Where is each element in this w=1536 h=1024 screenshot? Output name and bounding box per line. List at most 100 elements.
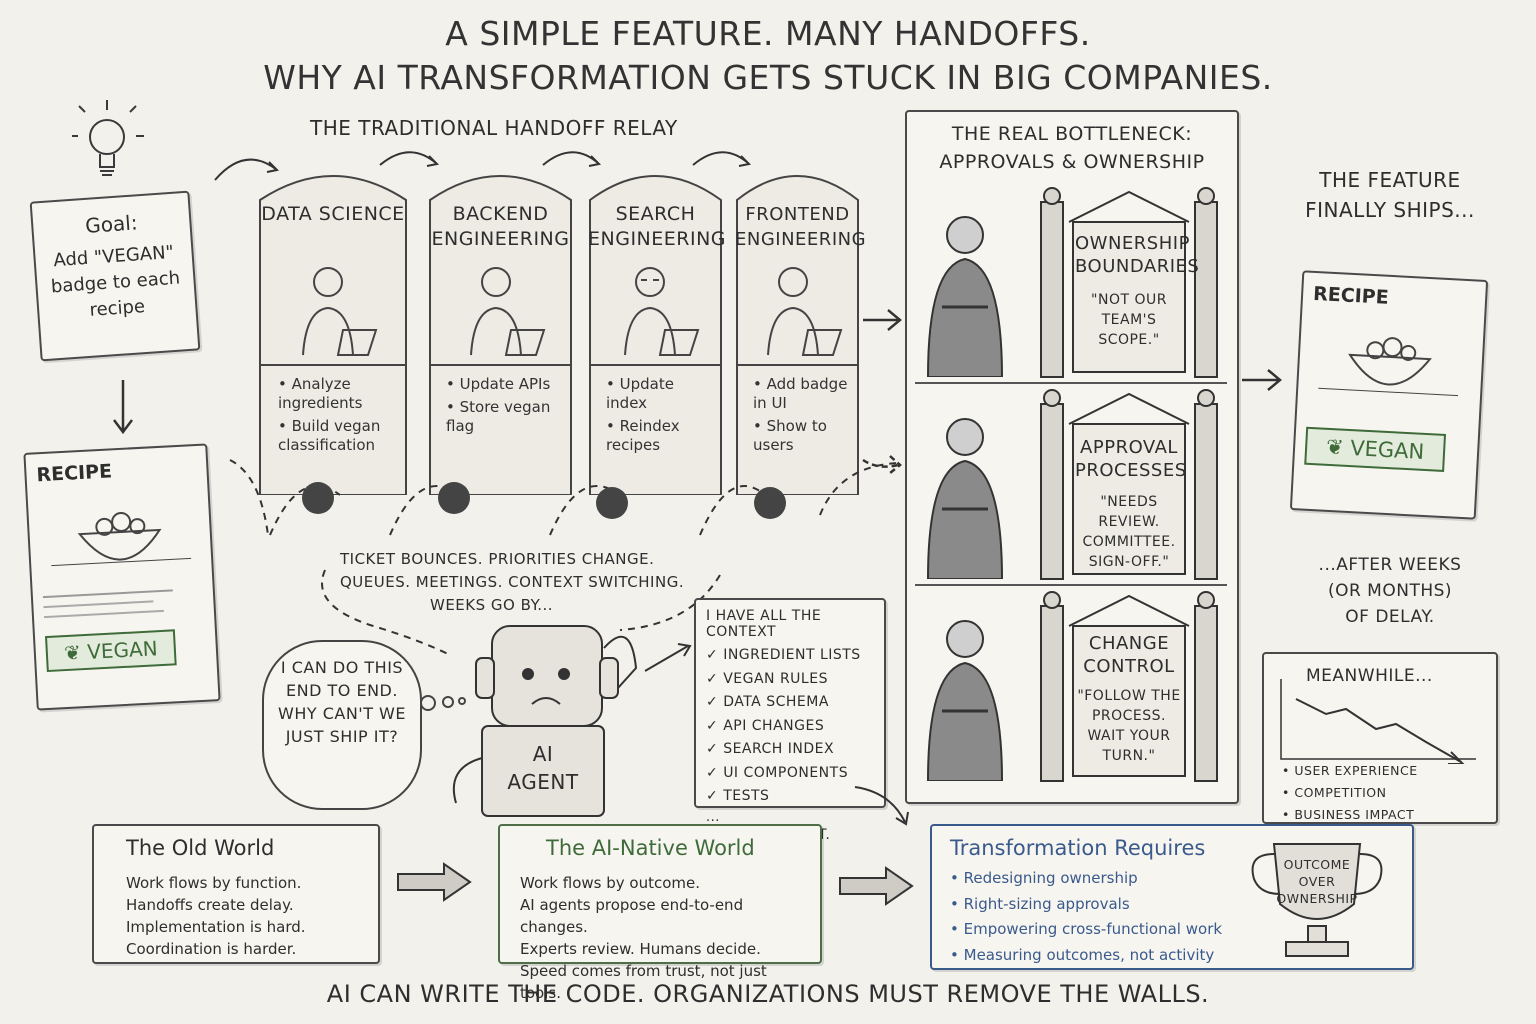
gate-quote: "Not our team's scope." bbox=[1091, 292, 1167, 348]
silo-name: Backend Engineering bbox=[431, 203, 570, 250]
check-icon: ✓ bbox=[706, 647, 724, 663]
vegan-badge-label: VEGAN bbox=[1349, 436, 1425, 464]
gate-structure-icon bbox=[1040, 591, 1218, 782]
context-item: ✓ Tests bbox=[706, 788, 770, 804]
silo-name: Data Science bbox=[261, 203, 405, 225]
meanwhile-heading: Meanwhile... bbox=[1306, 666, 1433, 686]
gate-structure-icon bbox=[1040, 187, 1218, 378]
person-laptop-icon bbox=[767, 267, 843, 356]
silo-task: Update APIs bbox=[446, 375, 568, 394]
ai-native-line: Work flows by outcome. bbox=[520, 874, 700, 892]
silo-task: Add badge in UI bbox=[753, 375, 857, 413]
old-world-line: Handoffs create delay. bbox=[126, 896, 294, 914]
ticket-ball bbox=[438, 482, 470, 514]
lightbulb-icon bbox=[72, 100, 144, 176]
salad-bowl-icon bbox=[1318, 337, 1459, 397]
agent-thought-bubble: I can do this end to end. Why can't we j… bbox=[262, 640, 422, 810]
meanwhile-item: • Competition bbox=[1282, 785, 1387, 800]
ai-agent-robot-icon bbox=[452, 625, 638, 817]
ticket-ball bbox=[302, 482, 334, 514]
silo-task: Show to users bbox=[753, 417, 857, 455]
after-line-1: ...after weeks bbox=[1318, 555, 1462, 575]
silo-task: Build vegan classification bbox=[278, 417, 403, 455]
ai-native-line: Speed comes from trust, not just tools. bbox=[520, 962, 767, 1002]
leaf-icon: ❦ bbox=[63, 639, 88, 666]
goal-card: Goal: Add "VEGAN" badge to each recipe bbox=[29, 190, 201, 362]
bottleneck-heading-line-1: The Real Bottleneck: bbox=[951, 123, 1193, 145]
gate-change-control: Change Control "Follow the process. Wait… bbox=[915, 586, 1227, 786]
context-item: ✓ Vegan rules bbox=[706, 670, 828, 687]
arrow-down-right-icon bbox=[854, 786, 909, 826]
bounce-text: Ticket bounces. Priorities change. Queue… bbox=[340, 548, 684, 617]
vegan-badge-before: ❦ VEGAN bbox=[44, 629, 177, 673]
context-list: ✓ Ingredient lists ✓ Vegan rules ✓ Data … bbox=[706, 646, 874, 807]
vegan-badge-after: ❦ VEGAN bbox=[1304, 426, 1447, 472]
meanwhile-list: • User experience • Competition • Busine… bbox=[1282, 762, 1418, 828]
transformation-item: • Measuring outcomes, not activity bbox=[950, 945, 1215, 964]
goal-label: Goal: bbox=[84, 210, 139, 238]
recipe-card-after: RECIPE ❦ VEGAN bbox=[1289, 270, 1489, 520]
declining-chart-icon bbox=[1280, 679, 1476, 764]
person-laptop-icon bbox=[624, 267, 700, 356]
ai-native-line: Experts review. Humans decide. bbox=[520, 940, 761, 958]
transformation-list: • Redesigning ownership • Right-sizing a… bbox=[950, 868, 1394, 966]
old-world-line: Work flows by function. bbox=[126, 874, 302, 892]
person-laptop-icon bbox=[470, 267, 546, 356]
silo-outline bbox=[259, 175, 407, 495]
transformation-item: • Right-sizing approvals bbox=[950, 894, 1130, 913]
silo-task: Update index bbox=[606, 375, 718, 413]
old-world-line: Coordination is harder. bbox=[126, 940, 297, 958]
after-line-2: (or months) bbox=[1327, 581, 1453, 601]
old-world-heading: The Old World bbox=[126, 836, 275, 860]
transformation-item: • Empowering cross-functional work bbox=[950, 920, 1223, 938]
ai-native-line: AI agents propose end-to-end changes. bbox=[520, 896, 744, 936]
salad-bowl-icon bbox=[51, 511, 192, 567]
after-line-3: of delay. bbox=[1345, 607, 1435, 627]
silo-task-list: Add badge in UI Show to users bbox=[753, 375, 857, 459]
gate-title: Approval Processes bbox=[1075, 437, 1187, 481]
leaf-icon: ❦ bbox=[1325, 434, 1351, 461]
block-arrow-icon bbox=[397, 862, 472, 902]
meanwhile-panel: Meanwhile... • User experience • Competi… bbox=[1262, 652, 1498, 824]
arrow-down-icon bbox=[113, 380, 133, 435]
title-line-2: Why AI Transformation Gets Stuck in Big … bbox=[263, 58, 1273, 97]
person-laptop-icon bbox=[302, 267, 378, 356]
ships-heading-line-1: The Feature bbox=[1319, 168, 1461, 192]
check-icon: ✓ bbox=[706, 764, 724, 781]
silo-data-science: Data Science Analyze ingredients Build v… bbox=[258, 160, 408, 495]
transformation-box: Transformation Requires • Redesigning ow… bbox=[930, 824, 1414, 970]
title-line-1: A Simple Feature. Many Handoffs. bbox=[445, 14, 1091, 53]
ai-agent-label-line-1: AI bbox=[532, 742, 554, 766]
ai-native-heading: The AI-Native World bbox=[546, 836, 755, 860]
context-item: ✓ API changes bbox=[706, 717, 825, 734]
silo-task-list: Update index Reindex recipes bbox=[606, 375, 718, 459]
gate-ownership: Ownership Boundaries "Not our team's sco… bbox=[915, 182, 1227, 384]
silo-search-engineering: Search Engineering Update index Reindex … bbox=[588, 160, 727, 495]
silo-outline bbox=[736, 175, 859, 495]
bottleneck-heading: The Real Bottleneck: Approvals & Ownersh… bbox=[907, 120, 1237, 176]
trophy-icon bbox=[1251, 843, 1383, 957]
gate-structure-icon bbox=[1040, 389, 1218, 580]
meanwhile-item: • Business impact bbox=[1282, 807, 1415, 822]
silo-name: Search Engineering bbox=[588, 203, 727, 250]
vegan-badge-label: VEGAN bbox=[86, 636, 159, 664]
check-icon: ✓ bbox=[706, 694, 724, 710]
arrow-to-context-icon bbox=[644, 643, 692, 672]
old-world-line: Implementation is hard. bbox=[126, 918, 306, 936]
gatekeeper-icon bbox=[926, 620, 1004, 781]
silo-task: Analyze ingredients bbox=[278, 375, 403, 413]
ai-agent-label: AI Agent bbox=[482, 740, 604, 796]
trophy-text: Outcome over Ownership bbox=[1276, 857, 1358, 906]
ticket-bounce-paths bbox=[229, 459, 901, 655]
check-icon: ✓ bbox=[706, 788, 724, 804]
bounce-line-3: Weeks go by... bbox=[430, 596, 554, 614]
context-ellipsis: ... bbox=[706, 809, 720, 825]
silo-outline bbox=[589, 175, 722, 495]
bottleneck-panel: The Real Bottleneck: Approvals & Ownersh… bbox=[905, 110, 1239, 804]
gate-title: Change Control bbox=[1083, 633, 1175, 677]
ai-native-box: The AI-Native World Work flows by outcom… bbox=[498, 824, 822, 1002]
context-panel: I have all the context ✓ Ingredient list… bbox=[694, 598, 886, 843]
relay-heading: The Traditional Handoff Relay bbox=[310, 116, 678, 140]
silo-backend-engineering: Backend Engineering Update APIs Store ve… bbox=[428, 160, 573, 495]
ticket-ball bbox=[754, 487, 786, 519]
